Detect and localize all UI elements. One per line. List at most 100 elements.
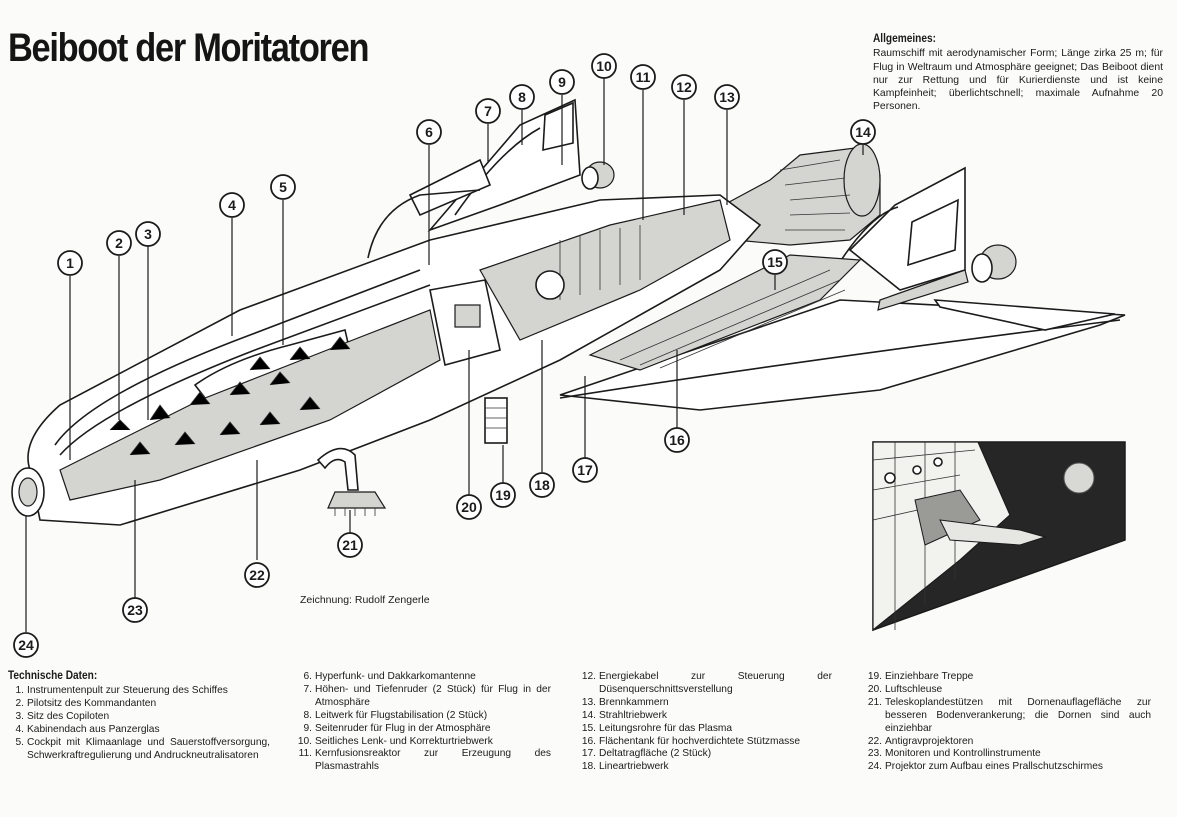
callout-8: 8 — [509, 84, 535, 110]
legend-item: 15.Leitungsrohre für das Plasma — [580, 723, 832, 736]
legend-text: Teleskoplandestützen mit Dornenauflagefl… — [885, 696, 1151, 734]
right-delta-wing — [559, 299, 1126, 411]
legend-number: 4. — [15, 723, 25, 735]
callout-16: 16 — [664, 427, 690, 453]
legend-number: 22. — [867, 735, 882, 747]
legend-number: 3. — [15, 710, 25, 722]
svg-text:14: 14 — [855, 124, 871, 140]
legend-text: Strahltriebwerk — [599, 709, 667, 721]
legend-item: 18.Lineartriebwerk — [580, 761, 832, 774]
right-tail-fin — [837, 166, 969, 311]
svg-text:10: 10 — [596, 58, 612, 74]
legend-item: 14.Strahltriebwerk — [580, 710, 832, 723]
legend-item: 10.Seitliches Lenk- und Korrekturtriebwe… — [296, 736, 551, 749]
legend-text: Höhen- und Tiefenruder (2 Stück) für Flu… — [315, 683, 551, 708]
svg-text:22: 22 — [249, 567, 265, 583]
legend-item: 9.Seitenruder für Flug in der Atmosphäre — [296, 723, 551, 736]
fuselage — [27, 194, 762, 526]
svg-text:11: 11 — [636, 69, 651, 85]
legend-number: 18. — [581, 761, 596, 773]
callout-23: 23 — [122, 597, 148, 623]
callout-5: 5 — [270, 174, 296, 200]
left-tail-fin — [408, 98, 581, 232]
nose-projector — [11, 467, 45, 517]
svg-text:20: 20 — [461, 499, 477, 515]
svg-text:17: 17 — [577, 462, 593, 478]
svg-text:4: 4 — [228, 197, 236, 213]
callout-4: 4 — [219, 192, 245, 218]
legend-number: 17. — [581, 748, 596, 760]
svg-text:9: 9 — [558, 74, 566, 90]
legend-number: 1. — [15, 685, 25, 696]
callout-6: 6 — [416, 119, 442, 145]
legend-text: Leitwerk für Flugstabilisation (2 Stück) — [315, 709, 488, 721]
legend-number: 10. — [297, 735, 312, 747]
legend-text: Seitliches Lenk- und Korrekturtriebwerk — [315, 735, 493, 747]
legend-number: 12. — [581, 671, 596, 682]
left-side-engine — [581, 161, 615, 190]
svg-text:24: 24 — [18, 637, 34, 653]
svg-text:1: 1 — [66, 255, 74, 271]
callout-21: 21 — [337, 532, 363, 558]
legend-item: 12.Energiekabel zur Steuerung der Düsenq… — [580, 671, 832, 697]
general-heading: Allgemeines: — [873, 33, 936, 45]
legend-column-3: 12.Energiekabel zur Steuerung der Düsenq… — [580, 671, 832, 774]
legend-item: 13.Brennkammern — [580, 697, 832, 710]
callout-9: 9 — [549, 69, 575, 95]
legend-text: Einziehbare Treppe — [885, 671, 974, 682]
legend-number: 16. — [581, 735, 596, 747]
callout-1: 1 — [57, 250, 83, 276]
legend-item: 3.Sitz des Copiloten — [8, 711, 270, 724]
callout-19: 19 — [490, 482, 516, 508]
legend-number: 21. — [867, 696, 882, 708]
svg-text:2: 2 — [115, 235, 123, 251]
legend-number: 9. — [303, 722, 313, 734]
legend-number: 2. — [15, 697, 25, 709]
retractable-stairs — [484, 397, 508, 444]
legend-text: Energiekabel zur Steuerung der Düsenquer… — [599, 671, 832, 695]
legend-number: 14. — [581, 709, 596, 721]
legend-number: 7. — [303, 683, 313, 695]
legend-text: Antigravprojektoren — [885, 735, 974, 747]
legend-item: 17.Deltatragfläche (2 Stück) — [580, 748, 832, 761]
callout-10: 10 — [591, 53, 617, 79]
legend-text: Seitenruder für Flug in der Atmosphäre — [315, 722, 491, 734]
general-text: Raumschiff mit aerodynamischer Form; Län… — [873, 48, 1163, 113]
callout-24: 24 — [13, 632, 39, 658]
general-info-block: Allgemeines: Raumschiff mit aerodynamisc… — [873, 33, 1163, 114]
callout-7: 7 — [475, 98, 501, 124]
page-title: Beiboot der Moritatoren — [8, 26, 369, 70]
legend-text: Kernfusionsreaktor zur Erzeugung des Pla… — [315, 748, 551, 773]
callout-14: 14 — [850, 119, 876, 145]
legend-item: 4.Kabinendach aus Panzerglas — [8, 724, 270, 737]
legend-item: 22.Antigravprojektoren — [866, 736, 1151, 749]
legend-text: Lineartriebwerk — [599, 761, 669, 773]
legend-number: 8. — [303, 709, 313, 721]
antenna — [367, 189, 481, 259]
legend-number: 6. — [303, 671, 313, 682]
legend-number: 20. — [867, 683, 882, 695]
callout-11: 11 — [630, 64, 656, 90]
illustration-credit: Zeichnung: Rudolf Zengerle — [300, 594, 430, 606]
leader-lines — [25, 78, 864, 632]
svg-text:15: 15 — [767, 254, 783, 270]
legend-number: 13. — [581, 696, 596, 708]
callout-20: 20 — [456, 494, 482, 520]
legend-item: 2.Pilotsitz des Kommandanten — [8, 698, 270, 711]
svg-text:12: 12 — [676, 79, 692, 95]
legend-number: 15. — [581, 722, 596, 734]
legend-item: 21.Teleskoplandestützen mit Dornenauflag… — [866, 697, 1151, 736]
svg-text:6: 6 — [425, 124, 433, 140]
callout-13: 13 — [714, 84, 740, 110]
legend-text: Brennkammern — [599, 696, 669, 708]
legend-item: 6.Hyperfunk- und Dakkarkomantenne — [296, 671, 551, 684]
callout-3: 3 — [135, 221, 161, 247]
svg-text:18: 18 — [534, 477, 550, 493]
right-side-engine — [971, 244, 1017, 283]
svg-text:19: 19 — [495, 487, 511, 503]
legend-number: 24. — [867, 761, 882, 773]
landing-leg — [316, 447, 387, 516]
legend-text: Flächentank für hochverdichtete Stützmas… — [599, 735, 801, 747]
callout-15: 15 — [762, 249, 788, 275]
svg-text:13: 13 — [719, 89, 735, 105]
